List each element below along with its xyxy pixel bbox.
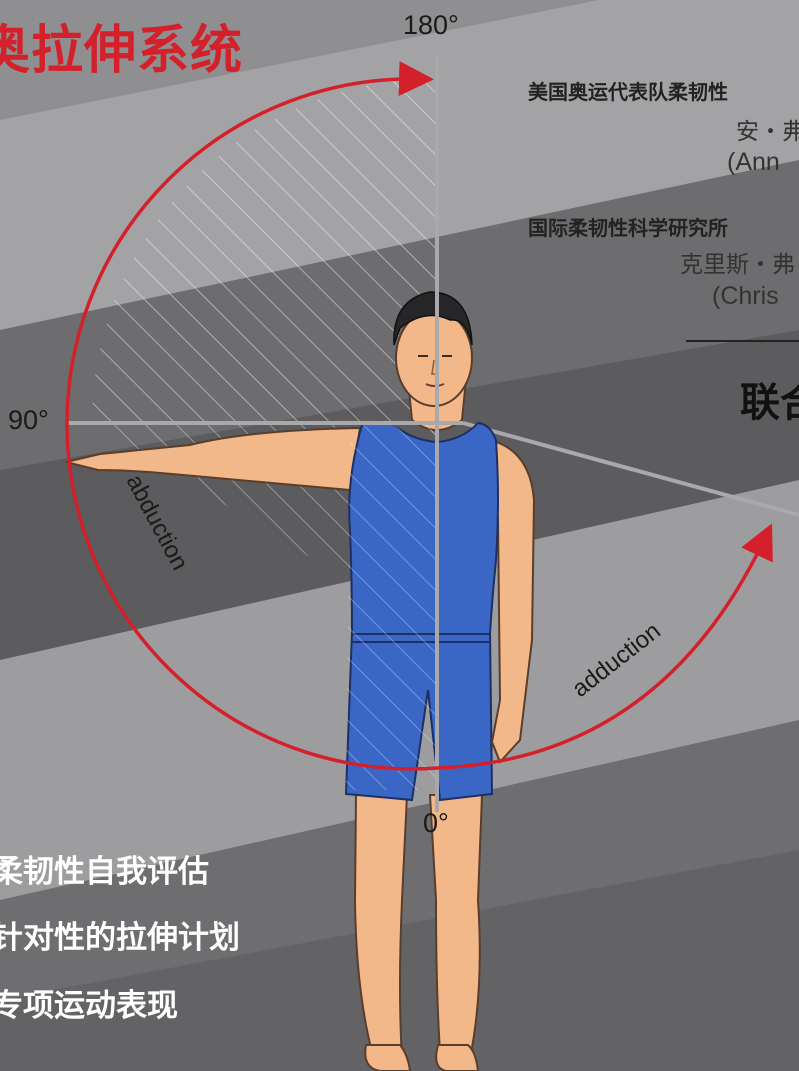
credit-name-1: 安・弗 (736, 119, 799, 145)
range-hatch (92, 78, 437, 423)
angle-label-90: 90° (8, 405, 49, 435)
adduction-arc (436, 523, 773, 770)
joint-label: 联合 (740, 380, 799, 426)
hair (393, 291, 473, 346)
abduction-arc (65, 61, 438, 771)
left-arm (65, 426, 362, 492)
credit-title-2: 国际柔韧性科学研究所 (528, 216, 728, 240)
head (395, 309, 473, 407)
credit-name-2: 克里斯・弗 (680, 252, 795, 278)
feature-bullet-2: 针对性的拉伸计划 (0, 920, 240, 956)
credit-english-2: (Chris (712, 282, 779, 310)
right-arm (488, 438, 536, 764)
credit-english-1: (Ann (727, 148, 780, 176)
angle-label-0: 0° (423, 808, 449, 838)
credit-title-1: 美国奥运代表队柔韧性 (528, 80, 728, 104)
cover-title: 奥拉伸系统 (0, 21, 244, 81)
angle-label-180: 180° (403, 10, 459, 40)
feature-bullet-1: 柔韧性自我评估 (0, 854, 209, 890)
feature-bullet-3: 专项运动表现 (0, 988, 178, 1024)
